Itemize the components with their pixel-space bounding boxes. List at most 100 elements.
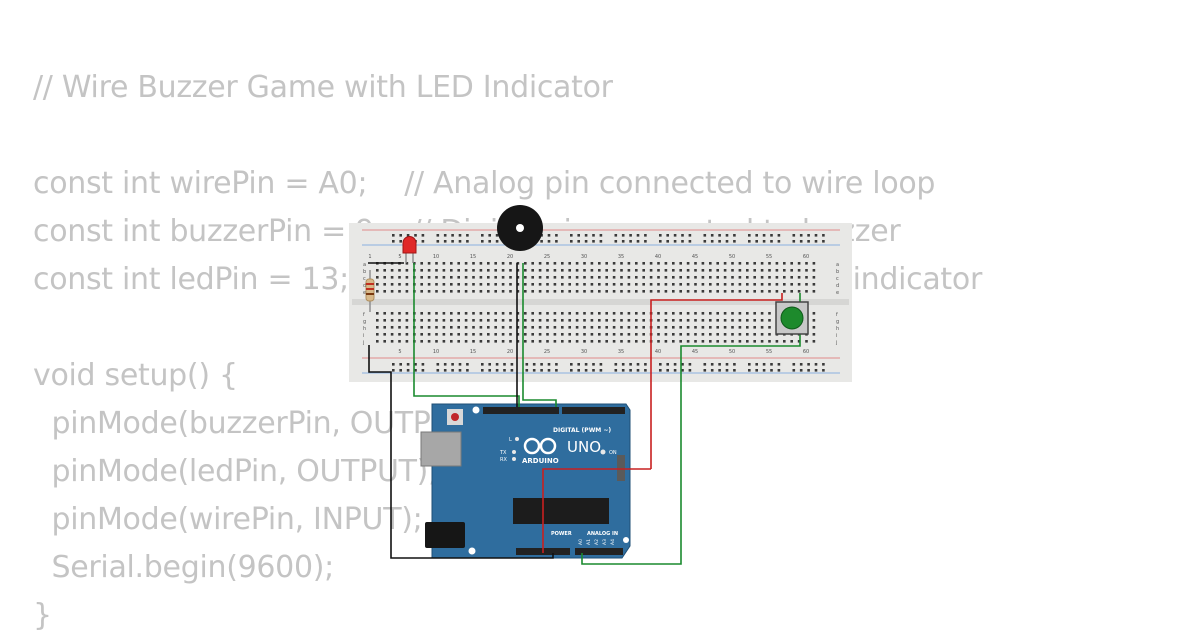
breadboard-hole [390, 333, 394, 336]
breadboard-hole [681, 234, 684, 237]
breadboard-hole [777, 363, 781, 366]
breadboard-hole [553, 326, 557, 329]
buzzer[interactable] [497, 205, 543, 251]
breadboard-hole [457, 283, 460, 286]
breadboard-hole [748, 363, 751, 366]
breadboard-hole [509, 340, 512, 343]
breadboard-hole [723, 283, 727, 286]
breadboard-hole [392, 369, 395, 372]
breadboard-hole [797, 276, 801, 279]
breadboard-hole [472, 283, 475, 286]
breadboard-hole [718, 363, 721, 366]
breadboard-hole [738, 262, 742, 265]
column-number: 5 [398, 349, 401, 355]
breadboard-hole [510, 369, 514, 372]
wire-red-button[interactable] [650, 293, 783, 469]
breadboard-hole [583, 283, 586, 286]
breadboard-hole [509, 319, 512, 322]
breadboard-hole [605, 312, 608, 315]
analog-header [575, 548, 623, 555]
breadboard-hole [753, 326, 756, 329]
code-line: Serial.begin(9600); [33, 550, 334, 585]
breadboard-hole [599, 234, 603, 237]
breadboard-hole [672, 319, 675, 322]
wire-red-5v[interactable] [542, 468, 651, 553]
breadboard-hole [760, 319, 764, 322]
breadboard-hole [733, 234, 736, 237]
breadboard-hole [488, 369, 491, 372]
breadboard-hole [686, 269, 690, 272]
resistor[interactable] [365, 270, 375, 312]
breadboard-hole [657, 312, 660, 315]
breadboard-hole [672, 269, 675, 272]
breadboard-hole [383, 269, 386, 272]
breadboard-hole [494, 340, 497, 343]
breadboard-hole [501, 319, 505, 322]
breadboard-hole [590, 262, 594, 265]
breadboard-hole [777, 234, 781, 237]
breadboard-hole [472, 340, 475, 343]
breadboard-hole [768, 262, 771, 265]
breadboard-hole [450, 319, 453, 322]
row-letter: b [836, 269, 839, 275]
column-number: 30 [581, 254, 587, 260]
breadboard-hole [464, 326, 468, 329]
breadboard-hole [746, 269, 749, 272]
breadboard-hole [797, 340, 801, 343]
push-button[interactable] [775, 301, 809, 335]
breadboard-hole [709, 312, 712, 315]
breadboard-hole [762, 369, 766, 372]
breadboard-hole [805, 262, 808, 265]
breadboard-hole [516, 262, 520, 265]
breadboard-hole [553, 262, 557, 265]
breadboard-hole [398, 340, 401, 343]
wire-green-led[interactable] [413, 263, 520, 407]
breadboard-hole [679, 290, 682, 293]
breadboard-hole [635, 276, 638, 279]
led-tx-indicator [512, 450, 516, 454]
led-dome [402, 236, 417, 254]
wire-green-a0[interactable] [581, 293, 801, 565]
breadboard-hole [679, 312, 682, 315]
breadboard-hole [636, 363, 640, 366]
breadboard-hole [664, 326, 668, 329]
breadboard-hole [599, 363, 603, 366]
breadboard-hole [657, 340, 660, 343]
breadboard-hole [501, 283, 505, 286]
breadboard-hole [405, 269, 409, 272]
breadboard-hole [406, 363, 410, 366]
breadboard-holes [376, 234, 825, 372]
breadboard-hole [390, 312, 394, 315]
wire-green-buzzer[interactable] [522, 263, 557, 407]
breadboard[interactable]: 1 5 10 15 20 25 30 35 40 45 50 55 60 5 1… [349, 223, 852, 382]
red-led[interactable] [402, 236, 417, 263]
breadboard-hole [709, 269, 712, 272]
row-letter: b [363, 269, 366, 275]
breadboard-hole [575, 283, 579, 286]
breadboard-hole [427, 283, 431, 286]
breadboard-hole [575, 269, 579, 272]
breadboard-hole [679, 269, 682, 272]
breadboard-hole [807, 369, 810, 372]
breadboard-hole [442, 319, 446, 322]
breadboard-hole [420, 312, 423, 315]
breadboard-hole [664, 340, 668, 343]
breadboard-hole [427, 326, 431, 329]
breadboard-hole [703, 240, 707, 243]
breadboard-hole [598, 319, 601, 322]
breadboard-hole [457, 262, 460, 265]
breadboard-hole [790, 276, 793, 279]
arduino-uno-board[interactable]: DIGITAL (PWM ~) UNO ARDUINO L TX RX ON P… [420, 403, 631, 559]
breadboard-hole [442, 269, 446, 272]
breadboard-hole [642, 326, 645, 329]
breadboard-hole [553, 283, 557, 286]
breadboard-hole [479, 290, 483, 293]
breadboard-hole [679, 319, 682, 322]
breadboard-hole [590, 276, 594, 279]
breadboard-hole [738, 326, 742, 329]
breadboard-hole [755, 363, 758, 366]
breadboard-hole [531, 262, 534, 265]
wire-black-gnd[interactable] [368, 345, 554, 559]
breadboard-hole [458, 234, 462, 237]
breadboard-hole [376, 276, 379, 279]
